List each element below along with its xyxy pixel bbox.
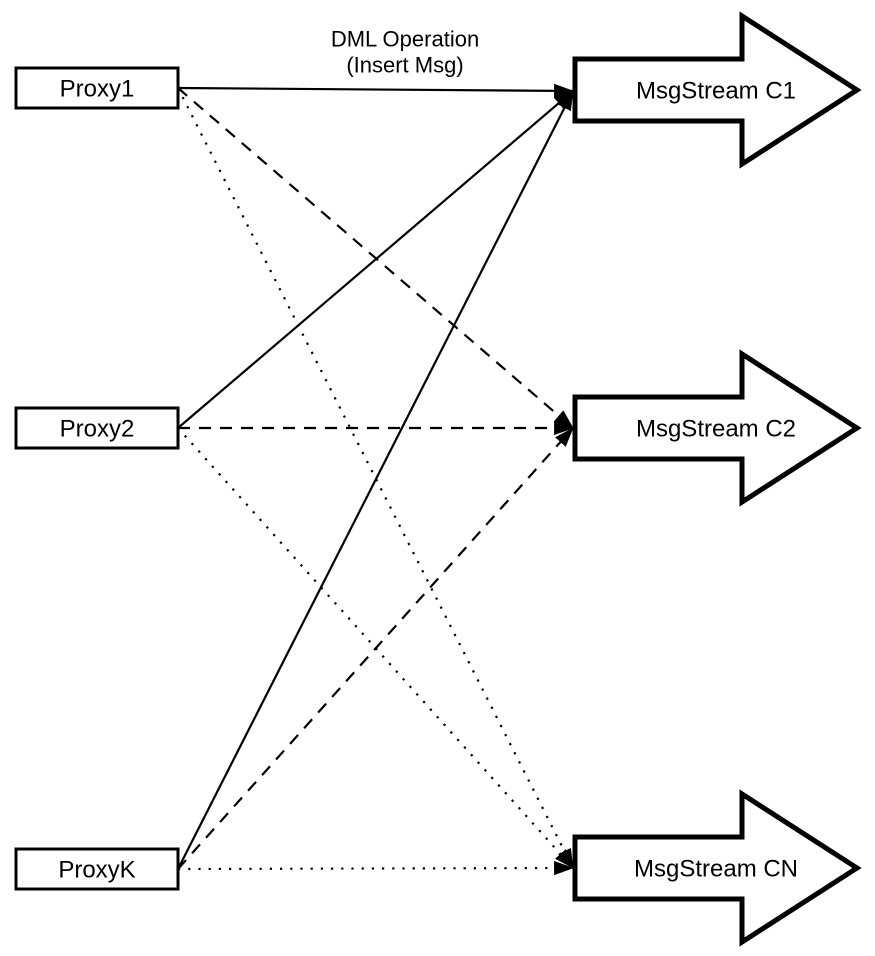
msgstream-cn-arrow (572, 789, 862, 947)
proxy1-label: Proxy1 (60, 76, 135, 103)
diagram-title: DML Operation (Insert Msg) (331, 27, 479, 78)
edge-solid-proxy2-to-msgstream-c1 (177, 90, 574, 429)
proxy1-box (14, 66, 180, 110)
msgstream-cn-label: MsgStream CN (634, 856, 798, 883)
proxyk-box (14, 847, 180, 891)
proxy-node-proxyk: ProxyK (14, 847, 180, 891)
msgstream-c2-arrow (572, 349, 862, 507)
edges-layer (177, 83, 574, 876)
diagram-title-line1: DML Operation (331, 27, 479, 52)
msgstream-node-c2: MsgStream C2 (572, 349, 862, 507)
msgstream-node-cn: MsgStream CN (572, 789, 862, 947)
msgstream-c1-label: MsgStream C1 (636, 78, 796, 105)
edge-solid-proxy1-to-msgstream-c1 (177, 83, 574, 99)
msgstream-c2-label: MsgStream C2 (636, 416, 796, 443)
proxy-node-proxy1: Proxy1 (14, 66, 180, 110)
edge-dashed-proxy1-to-msgstream-c2 (177, 87, 574, 429)
msgstream-c1-arrow (572, 11, 862, 169)
proxy-node-proxy2: Proxy2 (14, 406, 180, 450)
proxyk-label: ProxyK (58, 857, 135, 884)
edge-dotted-proxyk-to-msgstream-cn (177, 860, 574, 876)
proxy2-label: Proxy2 (60, 416, 135, 443)
proxy2-box (14, 406, 180, 450)
diagram-title-line2: (Insert Msg) (346, 53, 463, 78)
msgstream-node-c1: MsgStream C1 (572, 11, 862, 169)
